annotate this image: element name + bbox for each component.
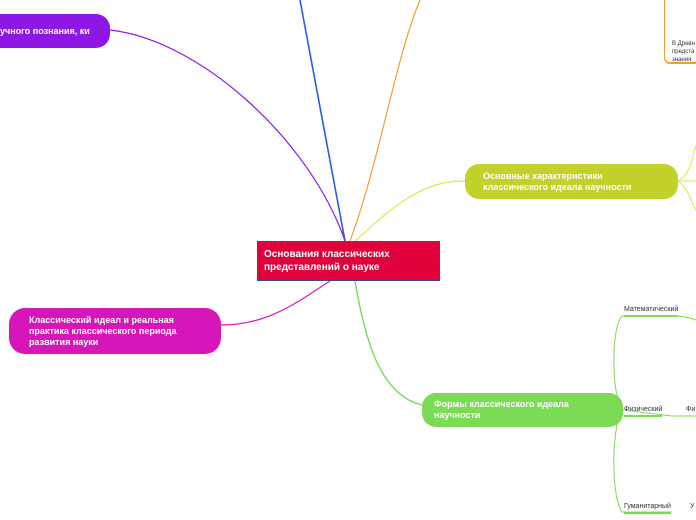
ancient-note-text: В Древн предста знания [672,40,696,64]
subtopic-math[interactable]: Математический [624,305,679,317]
subtopic-label: Физический [624,406,663,413]
subtopic-label: Математический [624,306,679,313]
central-topic-label: Основания классических представлений о н… [264,249,390,273]
link-blue [299,0,346,242]
link-magenta [220,280,331,326]
link-olive-sub1 [677,144,696,182]
subtopic-phys-child[interactable]: Фи [686,405,695,414]
topic-label: учного познания, ки [0,25,90,36]
link-green-math [613,315,672,411]
link-green [354,280,423,406]
note-line-3: знания [672,57,692,63]
link-orange [349,0,421,242]
topic-node-forms[interactable]: Формы классического идеала научности [422,393,623,427]
central-topic-node[interactable]: Основания классических представлений о н… [257,241,440,281]
note-line-2: предста [672,49,695,55]
subtopic-hum[interactable]: Гуманитарный [624,502,671,514]
topic-node-characteristics[interactable]: Основные характеристики классического ид… [465,164,678,199]
link-purple [109,29,346,242]
topic-node-scientific-knowledge[interactable]: учного познания, ки [0,14,110,48]
subtopic-label: Фи [686,406,696,413]
link-olive [354,180,466,242]
subtopic-hum-child[interactable]: У [690,502,694,511]
link-olive-sub3 [677,180,696,211]
link-green-phys [622,409,673,417]
topic-label: Классический идеал и реальная практика к… [29,314,177,347]
topic-node-classical-practice[interactable]: Классический идеал и реальная практика к… [9,308,221,354]
subtopic-label: У [690,503,695,510]
note-line-1: В Древн [672,41,695,47]
subtopic-label: Гуманитарный [624,503,671,510]
topic-label: Основные характеристики классического ид… [483,170,632,192]
topic-label: Формы классического идеала научности [434,399,569,420]
subtopic-phys[interactable]: Физический [624,405,663,417]
orange-branch-bracket [664,0,696,64]
link-green-hum [613,409,672,513]
